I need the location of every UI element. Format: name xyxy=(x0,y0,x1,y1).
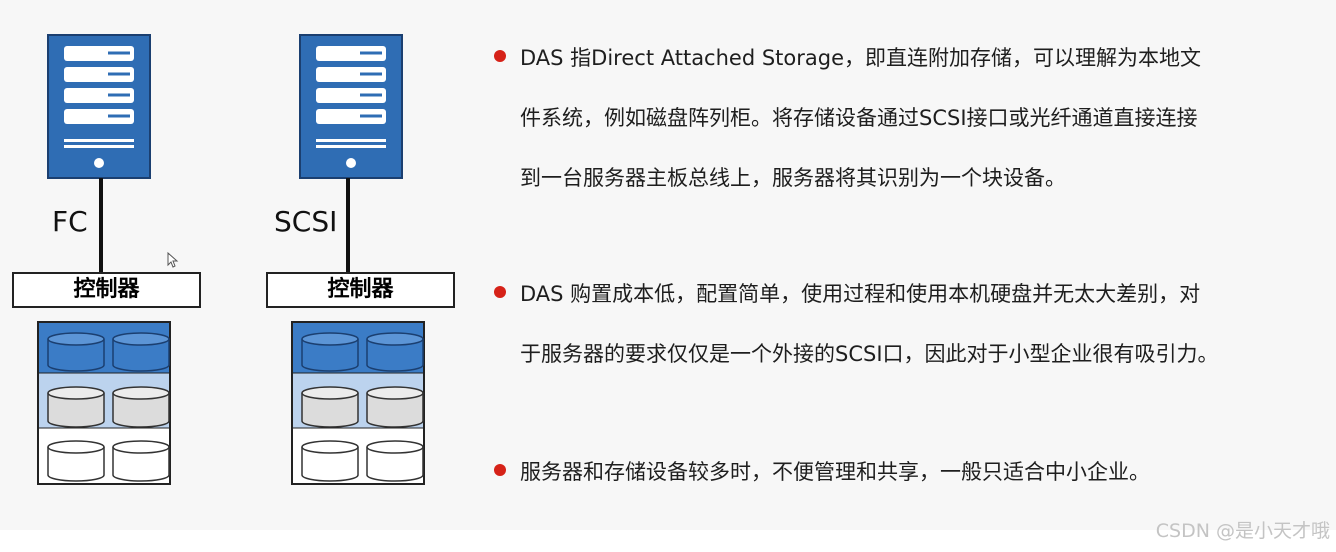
bullet-line: DAS 指Direct Attached Storage，即直连附加存储，可以理… xyxy=(520,46,1202,70)
scsi-connection-label: SCSI xyxy=(274,205,338,238)
bullet-line: 服务器和存储设备较多时，不便管理和共享，一般只适合中小企业。 xyxy=(520,460,1150,484)
bullet-line: 件系统，例如磁盘阵列柜。将存储设备通过SCSI接口或光纤通道直接连接 xyxy=(520,106,1198,130)
bullet-item: DAS 指Direct Attached Storage，即直连附加存储，可以理… xyxy=(494,28,1334,208)
bullet-dot-icon xyxy=(494,50,506,62)
disk-array-icon xyxy=(37,321,171,485)
controller-box: 控制器 xyxy=(266,272,455,308)
bullet-dot-icon xyxy=(494,286,506,298)
bullet-line: 到一台服务器主板总线上，服务器将其识别为一个块设备。 xyxy=(520,166,1066,190)
disk-array-icon xyxy=(291,321,425,485)
fc-connection-label: FC xyxy=(52,205,88,238)
bullet-item: 服务器和存储设备较多时，不便管理和共享，一般只适合中小企业。 xyxy=(494,442,1334,502)
server-icon xyxy=(47,34,151,179)
watermark: CSDN @是小天才哦 xyxy=(1155,520,1330,542)
bullet-item: DAS 购置成本低，配置简单，使用过程和使用本机硬盘并无太大差别，对 于服务器的… xyxy=(494,264,1334,384)
das-diagram xyxy=(37,34,425,485)
bullet-line: DAS 购置成本低，配置简单，使用过程和使用本机硬盘并无太大差别，对 xyxy=(520,282,1201,306)
bullet-dot-icon xyxy=(494,464,506,476)
footer-band xyxy=(0,530,1336,552)
controller-box: 控制器 xyxy=(12,272,201,308)
server-icon xyxy=(299,34,403,179)
mouse-cursor-icon xyxy=(167,251,179,268)
bullet-line: 于服务器的要求仅仅是一个外接的SCSI口，因此对于小型企业很有吸引力。 xyxy=(520,342,1219,366)
